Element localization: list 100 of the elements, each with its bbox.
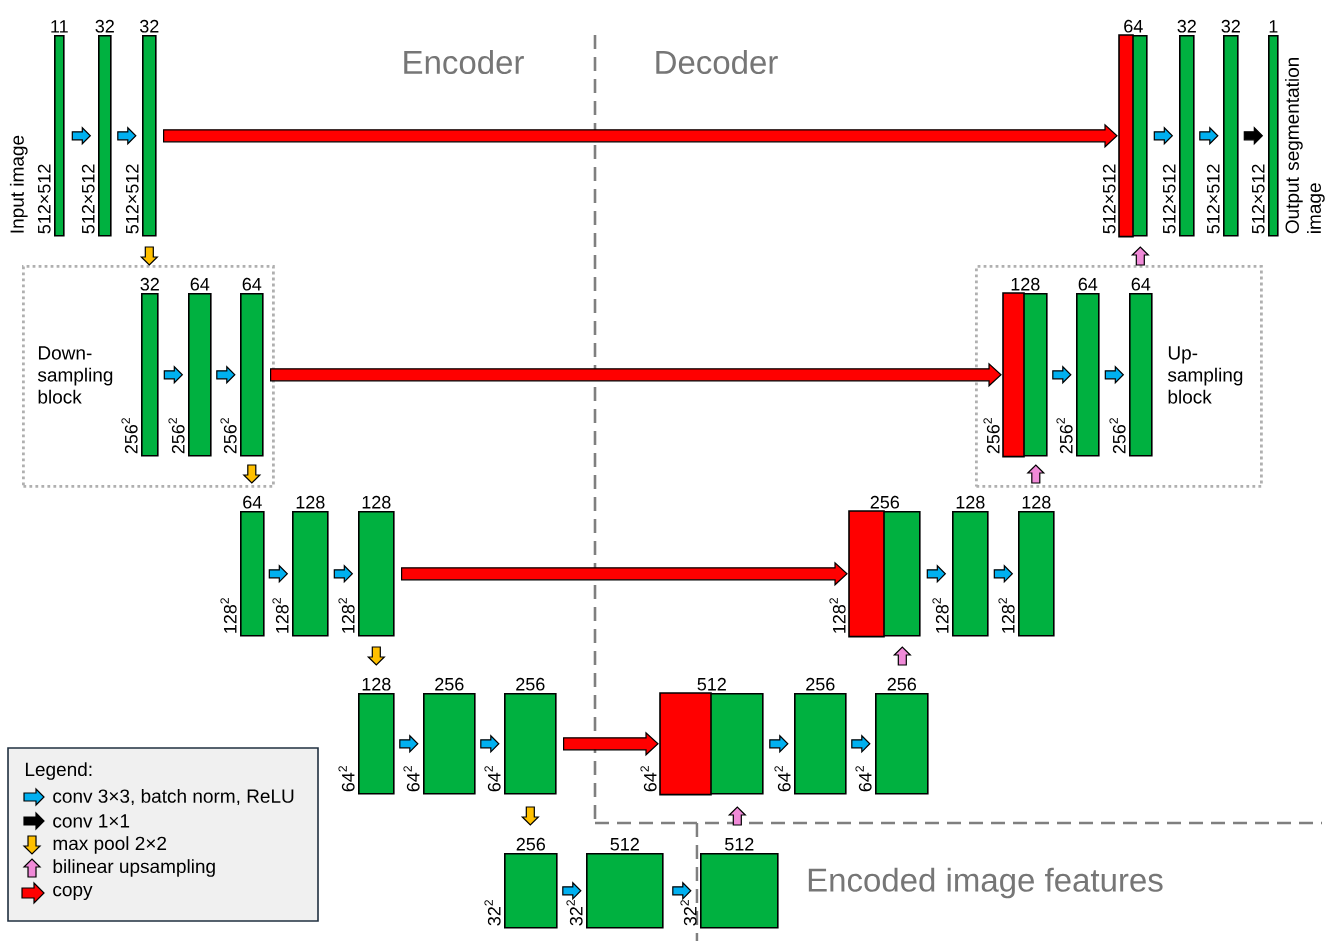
block-arrow bbox=[1199, 126, 1219, 146]
channel-count: 32 bbox=[140, 19, 159, 33]
channel-count: 256 bbox=[516, 837, 546, 851]
block-arrow bbox=[401, 561, 848, 587]
channel-count: 64 bbox=[1078, 277, 1098, 291]
section-label: Decoder bbox=[656, 49, 778, 75]
channel-count: 128 bbox=[956, 495, 985, 509]
channel-count: 512 bbox=[725, 837, 754, 851]
block-arrow bbox=[892, 646, 912, 666]
block-arrow bbox=[769, 734, 789, 754]
block-arrow bbox=[163, 365, 184, 385]
channel-count: 128 bbox=[296, 495, 325, 509]
size-label: 64$^{2}$ bbox=[774, 766, 791, 792]
block-arrow bbox=[851, 734, 871, 754]
channel-count: 32 bbox=[140, 277, 159, 291]
channel-count: 256 bbox=[806, 677, 835, 691]
block-arrow bbox=[270, 362, 1002, 388]
block-arrow bbox=[333, 564, 354, 584]
channel-count: 256 bbox=[887, 677, 917, 691]
size-label: 128$^{2}$ bbox=[338, 598, 355, 633]
channel-count: 256 bbox=[870, 495, 900, 509]
section-label: Encoder bbox=[404, 49, 524, 75]
block-label: Down-sampling block bbox=[37, 346, 113, 404]
size-label: 256$^{2}$ bbox=[121, 418, 138, 454]
size-label: 256$^{2}$ bbox=[220, 418, 237, 454]
block-arrow bbox=[139, 246, 159, 266]
block-arrow bbox=[1052, 365, 1072, 385]
channel-count: 256 bbox=[435, 677, 464, 691]
block-arrow bbox=[399, 734, 419, 754]
channel-count: 64 bbox=[242, 277, 262, 291]
size-label: 64$^{2}$ bbox=[855, 766, 872, 792]
block-arrow bbox=[727, 806, 747, 826]
block-arrow bbox=[480, 734, 500, 754]
channel-count: 128 bbox=[362, 495, 391, 509]
side-label: Input image bbox=[9, 135, 28, 233]
size-label: 32$^{2}$ bbox=[484, 900, 501, 926]
size-label: 512×512 bbox=[81, 164, 95, 234]
block-arrow bbox=[268, 564, 289, 584]
block-arrow bbox=[117, 126, 137, 146]
size-label: 256$^{2}$ bbox=[168, 418, 185, 454]
channel-count: 64 bbox=[1131, 277, 1151, 291]
size-label: 512×512 bbox=[1206, 164, 1220, 234]
size-label: 256$^{2}$ bbox=[983, 418, 1000, 454]
size-label: 512×512 bbox=[1102, 164, 1116, 234]
legend-text: max pool 2×2 bbox=[53, 836, 167, 854]
legend-text: bilinear upsampling bbox=[53, 859, 215, 877]
size-label: 128$^{2}$ bbox=[932, 598, 949, 633]
block-arrow bbox=[1130, 246, 1150, 266]
size-label: 256$^{2}$ bbox=[1109, 418, 1126, 454]
size-label: 128$^{2}$ bbox=[829, 598, 846, 633]
size-label: 64$^{2}$ bbox=[338, 766, 355, 792]
block-arrow bbox=[1104, 365, 1125, 385]
block-arrow bbox=[366, 646, 386, 666]
size-label: 512×512 bbox=[1251, 164, 1265, 234]
channel-count: 11 bbox=[51, 20, 68, 33]
channel-count: 64 bbox=[243, 495, 262, 509]
size-label: 32$^{2}$ bbox=[680, 900, 697, 926]
section-label: Encoded image features bbox=[808, 867, 1163, 899]
channel-count: 512 bbox=[610, 837, 639, 851]
channel-count: 512 bbox=[697, 677, 726, 691]
size-label: 32$^{2}$ bbox=[566, 900, 583, 926]
block-arrow bbox=[993, 564, 1014, 584]
size-label: 128$^{2}$ bbox=[220, 598, 237, 633]
channel-count: 32 bbox=[1177, 19, 1196, 33]
legend-title: Legend: bbox=[26, 762, 92, 780]
channel-count: 32 bbox=[95, 19, 114, 33]
block-arrow bbox=[520, 806, 540, 826]
channel-count: 64 bbox=[190, 277, 210, 291]
channel-count: 256 bbox=[516, 677, 545, 691]
size-label: 128$^{2}$ bbox=[998, 598, 1015, 633]
block-arrow bbox=[163, 123, 1118, 149]
block-arrow bbox=[1153, 126, 1174, 146]
block-arrow bbox=[563, 731, 659, 757]
size-label: 64$^{2}$ bbox=[403, 766, 420, 792]
channel-count: 128 bbox=[1022, 495, 1051, 509]
size-label: 64$^{2}$ bbox=[484, 766, 501, 792]
size-label: 512×512 bbox=[125, 164, 139, 234]
block-arrow bbox=[1026, 464, 1046, 484]
channel-count: 64 bbox=[1124, 19, 1143, 33]
legend-text: copy bbox=[53, 885, 93, 901]
channel-count: 1 bbox=[1269, 20, 1278, 33]
size-label: 512×512 bbox=[37, 164, 51, 234]
legend-text: conv 3×3, batch norm, ReLU bbox=[53, 788, 294, 806]
size-label: 256$^{2}$ bbox=[1056, 418, 1073, 454]
block-arrow bbox=[216, 365, 236, 385]
block-arrow bbox=[71, 126, 92, 146]
size-label: 64$^{2}$ bbox=[640, 766, 657, 792]
block-arrow bbox=[672, 881, 692, 901]
legend-text: conv 1×1 bbox=[53, 814, 130, 828]
side-label: Output segmentation image bbox=[1285, 58, 1325, 234]
block-label: Up-sampling block bbox=[1167, 346, 1243, 404]
channel-count: 128 bbox=[362, 677, 391, 691]
size-label: 512×512 bbox=[1162, 164, 1176, 234]
block-arrow bbox=[1243, 126, 1264, 146]
block-arrow bbox=[242, 464, 262, 484]
block-arrow bbox=[562, 881, 582, 901]
channel-count: 32 bbox=[1221, 19, 1240, 33]
block-arrow bbox=[926, 564, 947, 584]
channel-count: 128 bbox=[1011, 277, 1040, 291]
size-label: 128$^{2}$ bbox=[272, 598, 289, 633]
